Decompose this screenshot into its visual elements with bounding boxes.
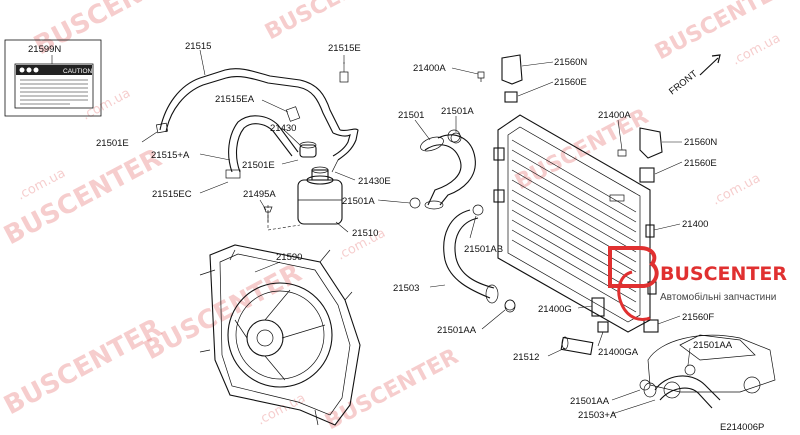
inset-vehicle-illustration (647, 334, 776, 399)
label-21501a-2: 21501A (342, 196, 375, 207)
label-21515ea: 21515EA (215, 94, 255, 105)
label-21503: 21503 (393, 283, 419, 294)
label-21501: 21501 (398, 110, 424, 121)
part-labels: 21515 21515E 21515EA 21501E 21430 21515+… (96, 41, 733, 421)
watermark-domain: .com.ua (80, 86, 133, 124)
watermark-brand: BUSCENTER (321, 344, 463, 435)
watermark-domain: .com.ua (730, 31, 783, 69)
reservoir-tank (263, 141, 343, 231)
label-21560f: 21560F (682, 312, 714, 323)
front-arrow-icon (699, 57, 719, 76)
label-21501ab: 21501AB (464, 244, 503, 255)
upper-radiator-hose (420, 129, 476, 210)
label-21501e: 21501E (96, 138, 129, 149)
label-21560e: 21560E (554, 77, 587, 88)
label-21430e: 21430E (358, 176, 391, 187)
label-21512: 21512 (513, 352, 539, 363)
label-21400: 21400 (682, 219, 708, 230)
bypass-hose (225, 106, 301, 179)
caution-card-part-number: 21599N (28, 44, 61, 55)
leader-lines (141, 49, 691, 415)
diagram-code: E214006P (720, 422, 764, 433)
watermark-brand: BUSCENTER (0, 313, 167, 421)
brand-logo: BUSCENTER Автомобільні запчастини (608, 246, 787, 321)
label-21400a-2: 21400A (598, 110, 631, 121)
label-21590: 21590 (276, 252, 302, 263)
label-21515a: 21515+A (151, 150, 190, 161)
label-21515e: 21515E (328, 43, 361, 54)
label-21501aa: 21501AA (437, 325, 477, 336)
label-21503a: 21503+A (578, 410, 617, 421)
overflow-hose (155, 62, 359, 161)
caution-card-text: CAUTION (63, 68, 93, 75)
small-hose (560, 336, 594, 356)
label-21430: 21430 (270, 123, 296, 134)
label-21510: 21510 (352, 228, 378, 239)
fan-shroud (199, 244, 361, 426)
label-21501aa-2: 21501AA (693, 340, 733, 351)
caution-card: 21599N CAUTION (4, 39, 102, 117)
watermark-domain: .com.ua (710, 171, 763, 209)
label-21400g: 21400G (538, 304, 572, 315)
front-direction-indicator: FRONT (667, 54, 721, 97)
label-21515: 21515 (185, 41, 211, 52)
label-21501a: 21501A (441, 106, 474, 117)
label-21560n-2: 21560N (684, 137, 717, 148)
label-21501aa-3: 21501AA (570, 396, 610, 407)
watermark-brand: BUSCENTER (139, 258, 307, 366)
logo-swoosh-icon (617, 270, 651, 321)
mounting-brackets (477, 54, 663, 333)
label-21400ga: 21400GA (598, 347, 639, 358)
label-21495a: 21495A (243, 189, 276, 200)
watermark-brand: BUSCENTER (261, 0, 403, 45)
label-21560n: 21560N (554, 57, 587, 68)
front-label: FRONT (667, 68, 700, 97)
label-21515ec: 21515EC (152, 189, 192, 200)
label-21560e-2: 21560E (684, 158, 717, 169)
label-21400a: 21400A (413, 63, 446, 74)
brand-tagline: Автомобільні запчастини (660, 291, 776, 303)
label-21501e-2: 21501E (242, 160, 275, 171)
brand-name: BUSCENTER (660, 263, 787, 285)
